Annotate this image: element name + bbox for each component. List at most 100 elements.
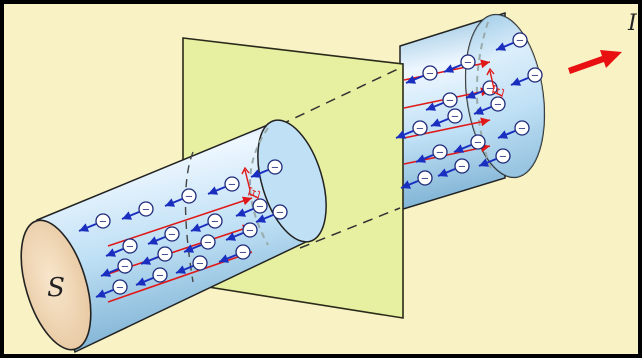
svg-text:−: − [464, 58, 472, 69]
svg-text:−: − [156, 271, 164, 282]
electron: − [164, 226, 180, 242]
electron: − [460, 54, 476, 70]
electron: − [117, 258, 133, 274]
electron: − [514, 120, 530, 136]
electron-velocity-arrow [183, 244, 202, 253]
electron-velocity-arrow [495, 42, 514, 51]
field-vector-icon [244, 169, 251, 191]
electron-velocity-arrow [443, 64, 462, 73]
electron: − [192, 255, 208, 271]
electron-velocity-arrow [453, 144, 472, 153]
electron: − [152, 267, 168, 283]
svg-text:−: − [518, 124, 526, 135]
svg-text:−: − [451, 112, 459, 123]
electron: − [112, 279, 128, 295]
electron-velocity-arrow [430, 118, 449, 127]
electron: − [157, 246, 173, 262]
svg-text:−: − [256, 202, 264, 213]
electron-velocity-arrow [235, 208, 254, 217]
electron: − [224, 176, 240, 192]
electron-velocity-arrow [95, 289, 114, 298]
electron-velocity-arrow [207, 186, 226, 195]
electron: − [490, 96, 506, 112]
electron-velocity-arrow [218, 254, 237, 263]
electron-charges: −−−−−−−−−−−−−−−−−−−−−−−−−−−−−−−−− [95, 32, 543, 295]
cross-section-area-S [20, 219, 92, 351]
electron: − [454, 158, 470, 174]
electron-velocity-arrow [405, 75, 424, 84]
field-label-far: E [486, 67, 509, 100]
svg-text:−: − [239, 248, 247, 259]
electron-velocity-arrow [400, 180, 419, 189]
svg-text:−: − [421, 174, 429, 185]
electron-velocity-arrow [425, 102, 444, 111]
electron: − [207, 213, 223, 229]
electron-velocity-arrow [255, 214, 274, 223]
electron-velocity-arrows [78, 42, 529, 298]
electron-velocity-arrow [190, 223, 209, 232]
electron-velocity-arrow [175, 265, 194, 274]
svg-text:−: − [416, 124, 424, 135]
svg-text:−: − [531, 71, 539, 82]
svg-text:−: − [116, 283, 124, 294]
electron-velocity-arrow [415, 154, 434, 163]
area-label-S: S [47, 273, 65, 303]
svg-text:−: − [126, 242, 134, 253]
electron-velocity-arrow [78, 223, 97, 232]
electron: − [267, 159, 283, 175]
electron-velocity-arrow [478, 158, 497, 167]
electron-velocity-arrow [465, 90, 484, 99]
field-label-near: E [241, 166, 265, 202]
electron: − [495, 148, 511, 164]
svg-text:−: − [142, 205, 150, 216]
svg-text:−: − [99, 217, 107, 228]
electron: − [447, 108, 463, 124]
electron: − [138, 201, 154, 217]
electron-velocity-arrow [105, 248, 124, 257]
electron: − [272, 204, 288, 220]
wire-hidden-outline [279, 67, 401, 249]
current-direction-arrow [568, 50, 622, 74]
electron: − [527, 67, 543, 83]
electron: − [252, 198, 268, 214]
svg-text:−: − [474, 138, 482, 149]
current-label-I: I [627, 11, 638, 36]
svg-text:−: − [246, 226, 254, 237]
electron: − [432, 144, 448, 160]
electron-velocity-arrow [437, 168, 456, 177]
electron: − [512, 32, 528, 48]
electron-velocity-arrow [395, 130, 414, 139]
svg-text:−: − [228, 180, 236, 191]
electron: − [235, 244, 251, 260]
svg-text:−: − [276, 208, 284, 219]
svg-text:−: − [271, 163, 279, 174]
electron: − [442, 92, 458, 108]
electron: − [242, 222, 258, 238]
electron-velocity-arrow [497, 130, 516, 139]
electron: − [470, 134, 486, 150]
svg-text:−: − [204, 238, 212, 249]
electron-velocity-arrow [135, 277, 154, 286]
svg-text:−: − [446, 96, 454, 107]
svg-text:−: − [185, 192, 193, 203]
electron-velocity-arrow [121, 211, 140, 220]
electron: − [422, 65, 438, 81]
svg-text:−: − [211, 217, 219, 228]
electron-velocity-arrow [510, 77, 529, 86]
svg-text:−: − [494, 100, 502, 111]
svg-text:−: − [486, 84, 494, 95]
electron-velocity-arrow [147, 236, 166, 245]
electron: − [122, 238, 138, 254]
electron: − [417, 170, 433, 186]
electron: − [95, 213, 111, 229]
current-arrow-icon [568, 50, 622, 74]
electron: − [200, 234, 216, 250]
electron-velocity-arrow [164, 198, 183, 207]
svg-text:−: − [426, 69, 434, 80]
electron: − [412, 120, 428, 136]
svg-text:−: − [499, 152, 507, 163]
electron-velocity-arrow [250, 169, 269, 178]
svg-text:−: − [196, 259, 204, 270]
